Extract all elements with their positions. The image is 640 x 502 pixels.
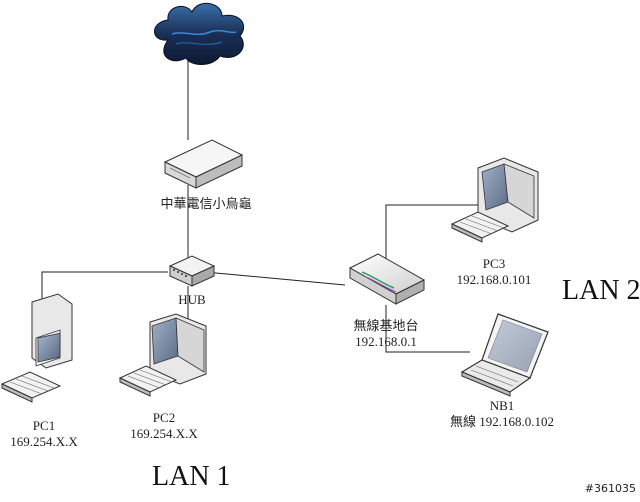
ap-label: 無線基地台 [353,318,419,333]
hub-label: HUB [178,292,206,307]
lan2-label: LAN 2 [562,275,640,306]
modem-label: 中華電信小烏龜 [160,196,252,211]
modem-icon [163,139,244,189]
desktop-computer-icon [0,293,73,403]
pc2-label: PC2 [152,410,176,425]
pc2-ip: 169.254.X.X [130,426,198,441]
lan1-label: LAN 1 [152,461,231,492]
internet-cloud-icon [154,2,245,65]
nb1-label: NB1 [489,398,515,413]
line-ap-pc3 [385,204,478,260]
line-hub-ap [204,271,346,286]
pc3-label: PC3 [482,256,506,271]
pc1-ip: 169.254.X.X [10,434,78,449]
hub-icon [168,255,216,287]
pc2-icon [118,313,207,397]
pc3-ip: 192.168.0.101 [456,272,532,287]
nb1-ip: 無線 192.168.0.102 [449,414,555,429]
pc3-icon [450,157,539,243]
pc1-label: PC1 [32,418,56,433]
laptop-icon [460,313,549,397]
connections [41,60,478,353]
watermark: #361035 [584,482,636,495]
pc1-icon [0,293,73,403]
ap-ip: 192.168.0.1 [355,334,417,349]
line-ap-nb1 [385,305,470,353]
wireless-router-icon [348,253,426,305]
